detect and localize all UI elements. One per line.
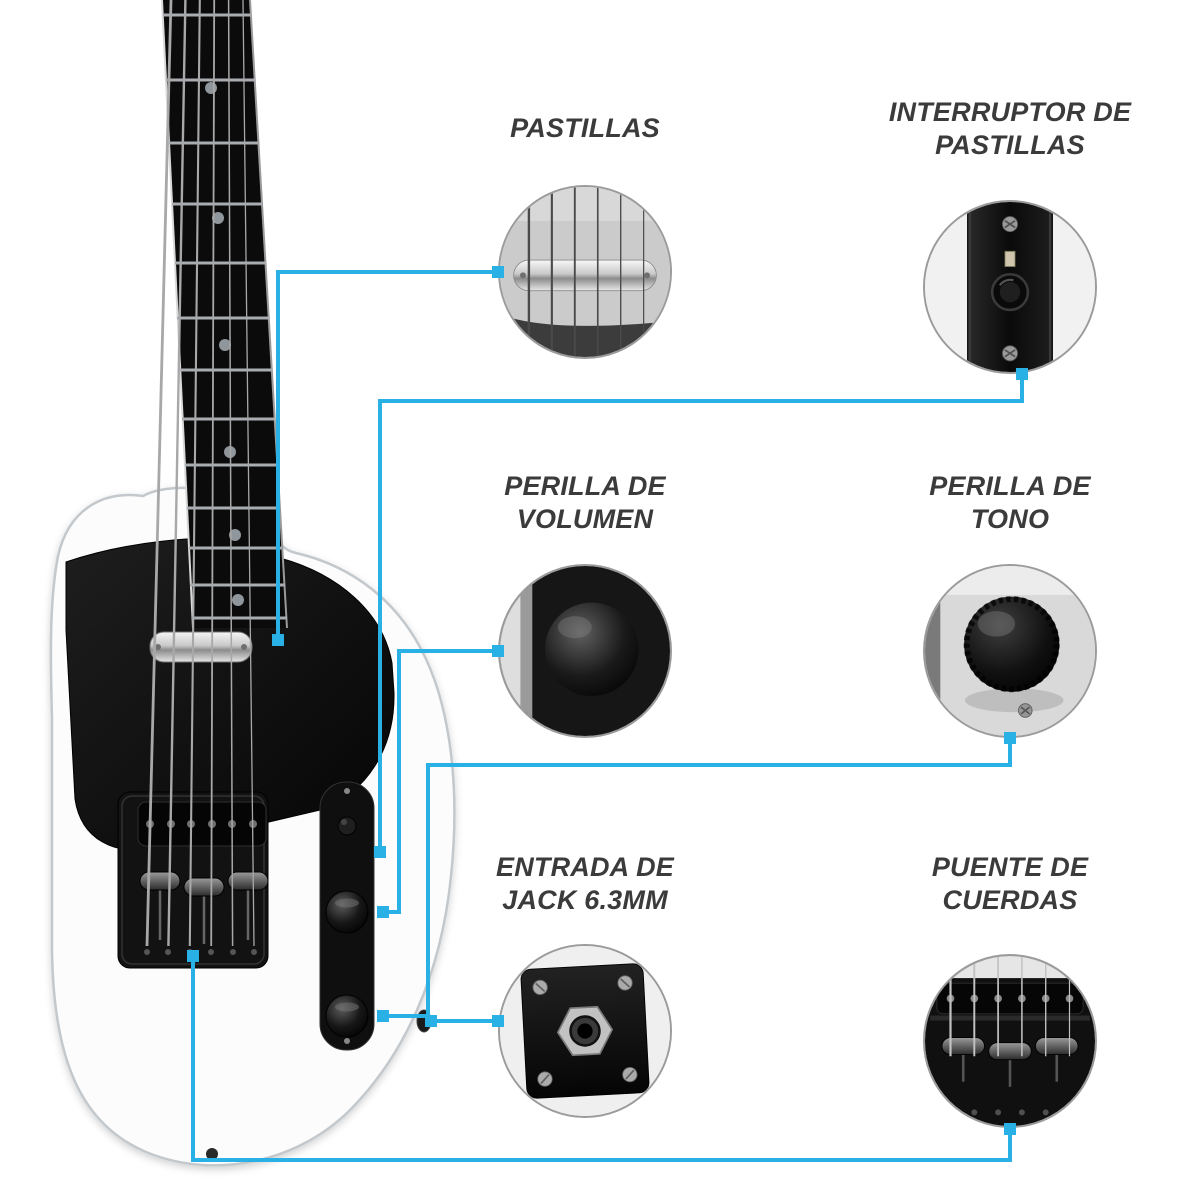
label-line: PASTILLAS bbox=[935, 130, 1085, 161]
tone-knob bbox=[325, 994, 369, 1038]
guitar-neck bbox=[161, 0, 288, 629]
label-line: TONO bbox=[970, 504, 1050, 535]
callout-circle-tono bbox=[923, 564, 1097, 738]
bridge-assembly bbox=[117, 791, 269, 969]
label-line: PERILLA DE bbox=[929, 471, 1091, 502]
output-jack bbox=[416, 1009, 432, 1033]
label-line: PERILLA DE bbox=[504, 471, 666, 502]
label-line: CUERDAS bbox=[942, 885, 1078, 916]
pickup-detail-photo bbox=[500, 187, 670, 357]
callout-label-jack: ENTRADA DE JACK 6.3MM bbox=[445, 837, 725, 917]
pickup-switch-detail-photo bbox=[925, 202, 1095, 372]
screw bbox=[1018, 703, 1033, 718]
neck-pickup bbox=[149, 631, 253, 663]
strap-button bbox=[206, 1148, 218, 1160]
screw-top bbox=[1001, 216, 1019, 233]
callout-circle-puente bbox=[923, 954, 1097, 1128]
callout-label-puente: PUENTE DE CUERDAS bbox=[870, 837, 1150, 917]
callout-label-pastillas: PASTILLAS bbox=[445, 85, 725, 145]
callout-label-volumen: PERILLA DE VOLUMEN bbox=[445, 456, 725, 536]
screw-bottom bbox=[1001, 345, 1019, 362]
volume-knob-detail-photo bbox=[500, 566, 670, 736]
control-plate bbox=[319, 781, 375, 1051]
callout-label-tono: PERILLA DE TONO bbox=[870, 456, 1150, 536]
callout-label-interruptor: INTERRUPTOR DE PASTILLAS bbox=[870, 82, 1150, 162]
callout-circle-interruptor bbox=[923, 200, 1097, 374]
label-line: PUENTE DE bbox=[931, 852, 1089, 883]
guitar-illustration bbox=[49, 0, 456, 1167]
pickup-switch bbox=[337, 816, 357, 836]
callout-circle-jack bbox=[498, 944, 672, 1118]
jack-input-detail-photo bbox=[500, 946, 670, 1116]
tone-knob-detail-photo bbox=[925, 566, 1095, 736]
bridge-detail-photo bbox=[925, 956, 1095, 1126]
volume-knob bbox=[325, 890, 369, 934]
callout-circle-pastillas bbox=[498, 185, 672, 359]
label-line: VOLUMEN bbox=[516, 504, 654, 535]
strings bbox=[145, 0, 255, 947]
callout-circle-volumen bbox=[498, 564, 672, 738]
label-line: JACK 6.3MM bbox=[502, 885, 668, 916]
bridge-pickup bbox=[137, 801, 267, 847]
label-line: ENTRADA DE bbox=[495, 852, 674, 883]
label-line: PASTILLAS bbox=[510, 113, 660, 144]
label-line: INTERRUPTOR DE bbox=[888, 97, 1132, 128]
